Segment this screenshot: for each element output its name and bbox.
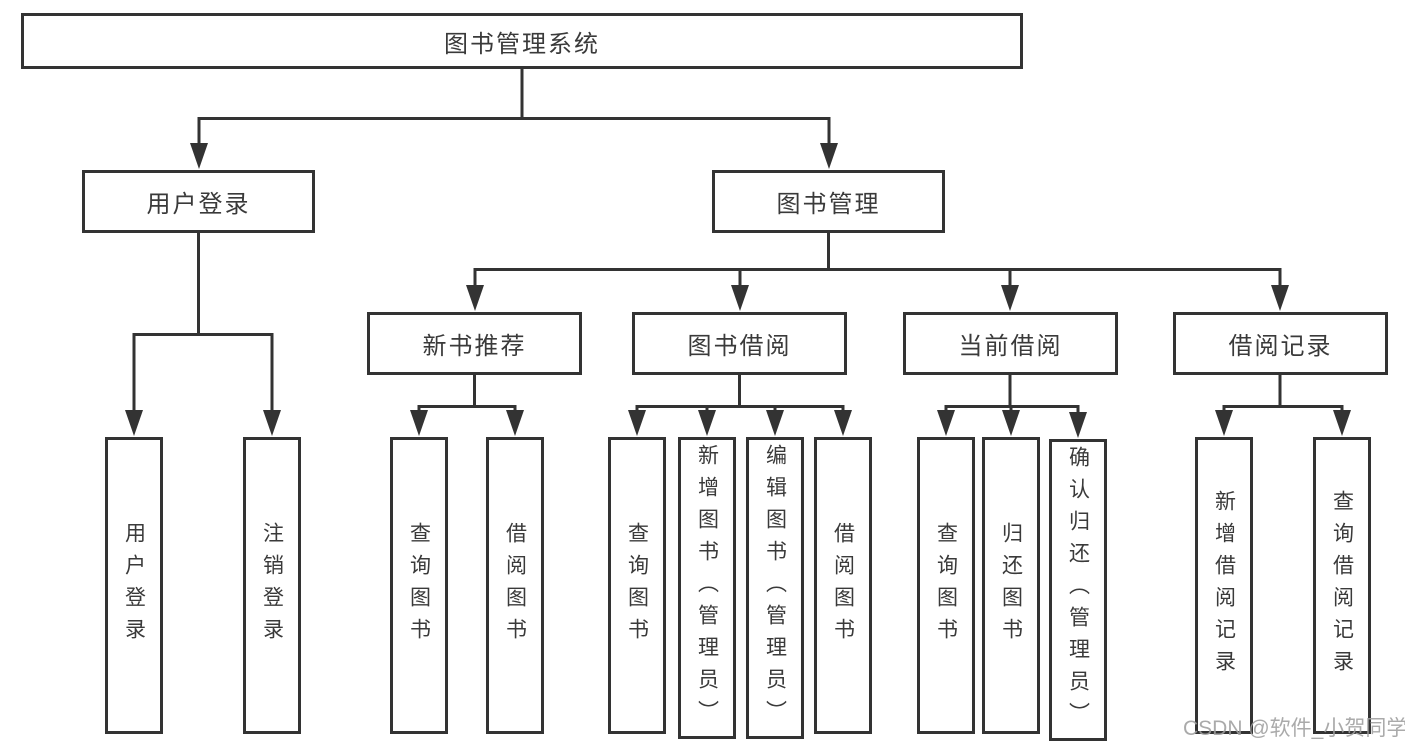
node-label: 借阅图书 [503, 521, 527, 650]
node-label: 借阅图书 [831, 521, 855, 650]
leaf-borrow-book-recommend: 借阅图书 [486, 437, 544, 734]
arrow-down-icon [410, 410, 428, 436]
arrow-down-icon [1002, 410, 1020, 436]
arrow-down-icon [698, 410, 716, 436]
arrow-down-icon [834, 410, 852, 436]
leaf-query-book-borrowing: 查询图书 [608, 437, 666, 734]
arrow-down-icon [506, 410, 524, 436]
arrow-down-icon [937, 410, 955, 436]
node-label: 新书推荐 [422, 333, 527, 360]
node-label: 图书借阅 [687, 333, 792, 360]
node-label: 编辑图书（管理员） [763, 444, 787, 732]
node-label: 图书管理系统 [444, 30, 600, 58]
arrow-down-icon [820, 143, 838, 169]
node-label: 确认归还（管理员） [1066, 446, 1090, 734]
arrow-down-icon [1271, 285, 1289, 311]
node-label: 查询借阅记录 [1330, 489, 1354, 682]
node-label: 当前借阅 [958, 333, 1063, 360]
node-label: 归还图书 [999, 521, 1023, 650]
node-label: 查询图书 [934, 521, 958, 650]
leaf-confirm-return-admin: 确认归还（管理员） [1049, 439, 1107, 741]
leaf-return-book: 归还图书 [982, 437, 1040, 734]
node-label: 新增图书（管理员） [695, 444, 719, 732]
leaf-query-book-recommend: 查询图书 [390, 437, 448, 734]
node-label: 新增借阅记录 [1212, 489, 1236, 682]
arrow-down-icon [766, 410, 784, 436]
arrow-down-icon [1069, 412, 1087, 438]
arrow-down-icon [731, 285, 749, 311]
node-user-login: 用户登录 [82, 170, 315, 233]
arrow-down-icon [190, 143, 208, 169]
leaf-query-borrow-record: 查询借阅记录 [1313, 437, 1371, 734]
node-label: 图书管理 [776, 191, 881, 218]
node-book-management: 图书管理 [712, 170, 945, 233]
leaf-logout: 注销登录 [243, 437, 301, 734]
node-book-borrowing: 图书借阅 [632, 312, 847, 375]
node-library-system: 图书管理系统 [21, 13, 1023, 69]
node-label: 查询图书 [625, 521, 649, 650]
leaf-borrow-book-borrowing: 借阅图书 [814, 437, 872, 734]
arrow-down-icon [628, 410, 646, 436]
leaf-query-book-current: 查询图书 [917, 437, 975, 734]
arrow-down-icon [125, 410, 143, 436]
arrow-down-icon [1001, 285, 1019, 311]
node-label: 用户登录 [146, 191, 251, 218]
arrow-down-icon [1333, 410, 1351, 436]
arrowheads [125, 143, 1351, 438]
arrow-down-icon [1215, 410, 1233, 436]
node-label: 借阅记录 [1228, 333, 1333, 360]
arrow-down-icon [263, 410, 281, 436]
node-current-borrowing: 当前借阅 [903, 312, 1118, 375]
node-label: 用户登录 [122, 521, 146, 650]
leaf-edit-book-admin: 编辑图书（管理员） [746, 437, 804, 739]
arrow-down-icon [466, 285, 484, 311]
node-label: 注销登录 [260, 521, 284, 650]
leaf-add-borrow-record: 新增借阅记录 [1195, 437, 1253, 734]
node-label: 查询图书 [407, 521, 431, 650]
watermark: CSDN @软件_小贺同学 [1183, 717, 1405, 740]
node-new-book-recommend: 新书推荐 [367, 312, 582, 375]
leaf-user-login: 用户登录 [105, 437, 163, 734]
node-borrowing-records: 借阅记录 [1173, 312, 1388, 375]
leaf-add-book-admin: 新增图书（管理员） [678, 437, 736, 739]
